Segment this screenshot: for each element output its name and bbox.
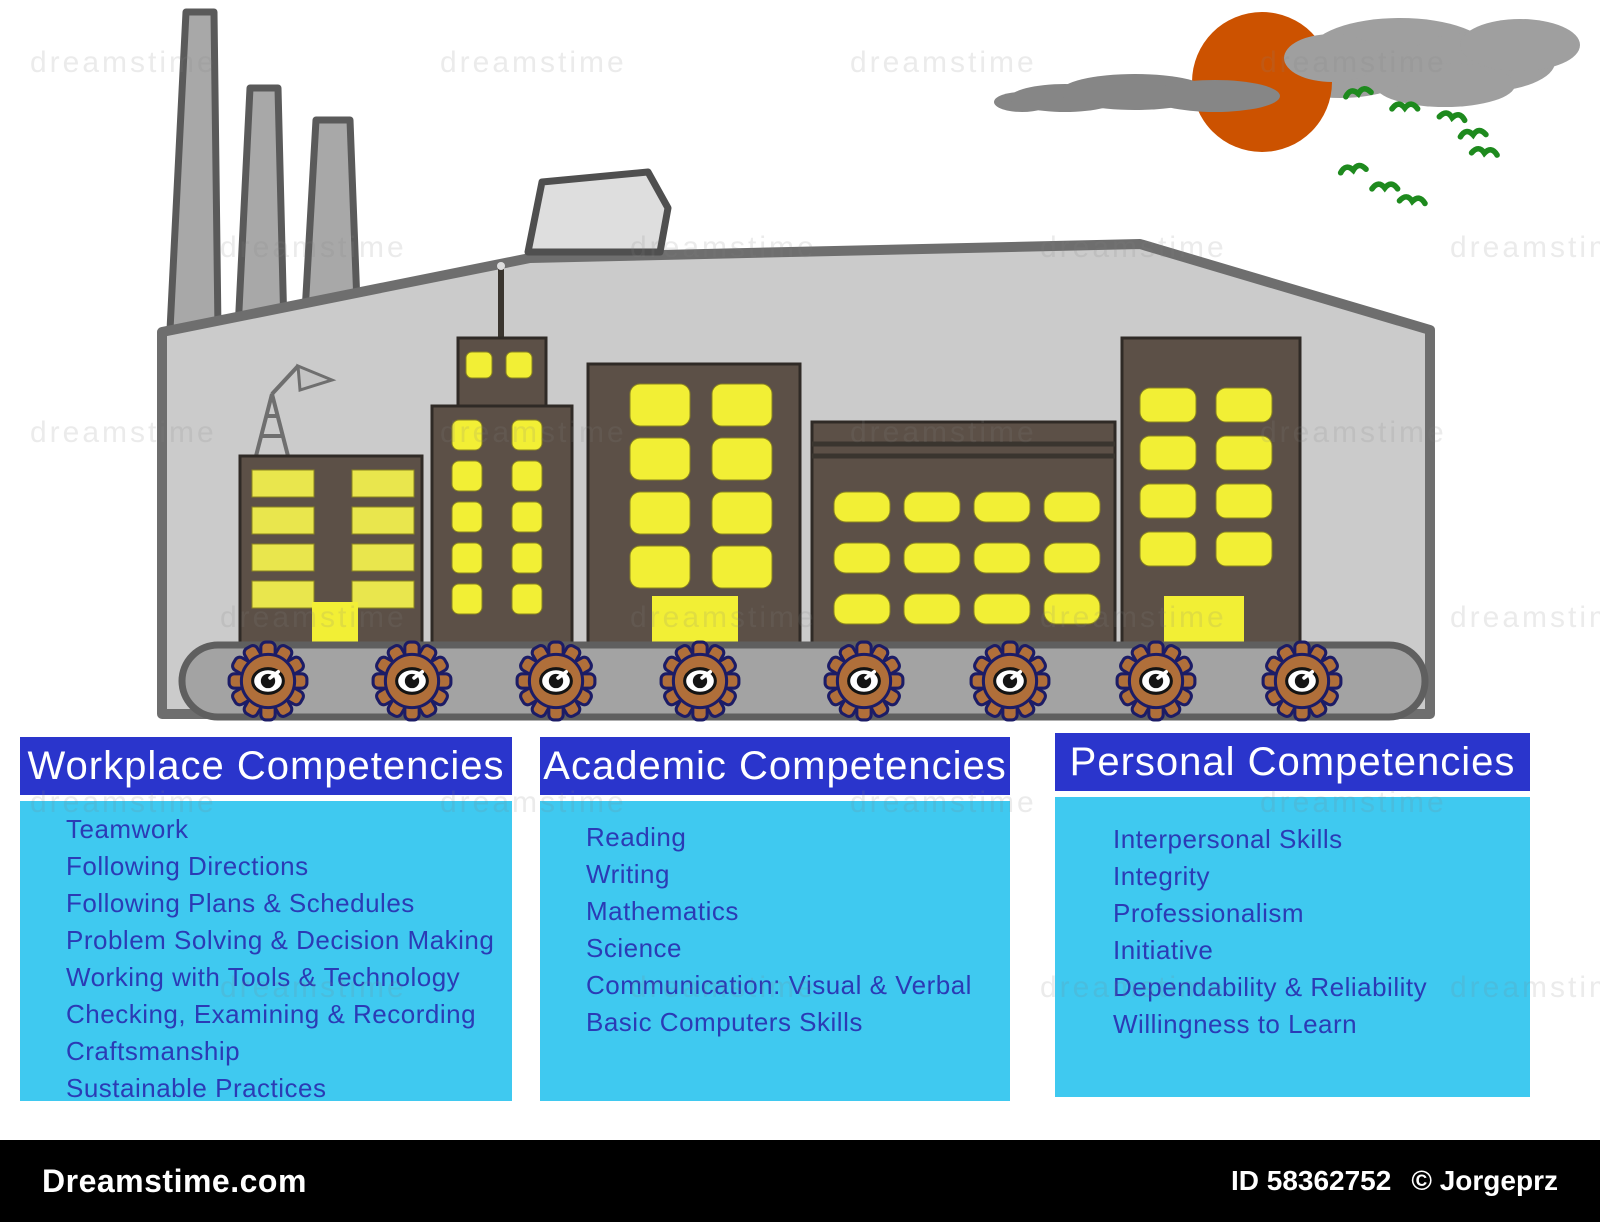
bird-icon [1457, 127, 1489, 140]
antenna-icon [254, 363, 337, 457]
bird-icon [1343, 86, 1374, 100]
competency-item: Reading [586, 822, 687, 852]
panel-title-text: Personal Competencies [1069, 739, 1516, 784]
smokestack-icon [166, 8, 222, 334]
competency-item: Willingness to Learn [1113, 1009, 1358, 1039]
panel-title-text: Academic Competencies [543, 743, 1007, 788]
door [652, 596, 738, 648]
building-icon [1120, 336, 1302, 650]
competency-item: Dependability & Reliability [1113, 972, 1428, 1002]
competency-item: Checking, Examining & Recording [66, 999, 477, 1029]
competency-item: Sustainable Practices [66, 1073, 327, 1103]
competency-item: Interpersonal Skills [1113, 824, 1343, 854]
building-icon [810, 420, 1117, 650]
smokestacks [166, 8, 362, 334]
smokestack-icon [234, 84, 288, 334]
competency-item: Communication: Visual & Verbal [586, 970, 972, 1000]
competency-item: Following Directions [66, 851, 309, 881]
conveyor-belt [178, 641, 1429, 721]
bird-icon [1468, 145, 1500, 158]
competency-item: Professionalism [1113, 898, 1305, 928]
dreamstime-brand: Dreamstime.com [42, 1162, 307, 1199]
roof-vent-icon [524, 168, 672, 256]
panel-title: Workplace Competencies [20, 737, 512, 795]
competency-item: Craftsmanship [66, 1036, 241, 1066]
factory-scene [157, 8, 1580, 722]
competency-item: Problem Solving & Decision Making [66, 925, 495, 955]
panel-title: Academic Competencies [540, 737, 1010, 795]
competency-item: Basic Computers Skills [586, 1007, 863, 1037]
panel-title-text: Workplace Competencies [27, 743, 505, 788]
bird-icon [1389, 101, 1421, 113]
author-credit: © Jorgeprz [1411, 1165, 1558, 1196]
bird-icon [1396, 194, 1428, 207]
competency-item: Initiative [1113, 935, 1214, 965]
bird-icon [1337, 162, 1369, 176]
competency-item: Following Plans & Schedules [66, 888, 415, 918]
competency-item: Writing [586, 859, 670, 889]
competency-item: Science [586, 933, 682, 963]
footer-bar: Dreamstime.com ID 58362752 © Jorgeprz [0, 1140, 1600, 1222]
flag-icon [296, 363, 337, 392]
competency-item: Mathematics [586, 896, 739, 926]
competency-item: Teamwork [66, 814, 189, 844]
door [312, 602, 358, 648]
building-icon [238, 363, 424, 650]
personal-competencies-panel: Personal Competencies Interpersonal Skil… [1055, 733, 1530, 1097]
image-id: ID 58362752 [1230, 1165, 1392, 1196]
cloud-icon [994, 34, 1380, 112]
bird-icon [1436, 110, 1468, 124]
building-icon [430, 262, 574, 650]
bird-icon [1369, 181, 1401, 193]
competency-item: Integrity [1113, 861, 1210, 891]
sky [994, 12, 1580, 207]
birds [1337, 86, 1500, 207]
image-credits: ID 58362752 © Jorgeprz [1231, 1165, 1558, 1197]
building-icon [586, 362, 802, 650]
door [1164, 596, 1244, 648]
competency-item: Working with Tools & Technology [66, 962, 461, 992]
panel-title: Personal Competencies [1055, 733, 1530, 791]
